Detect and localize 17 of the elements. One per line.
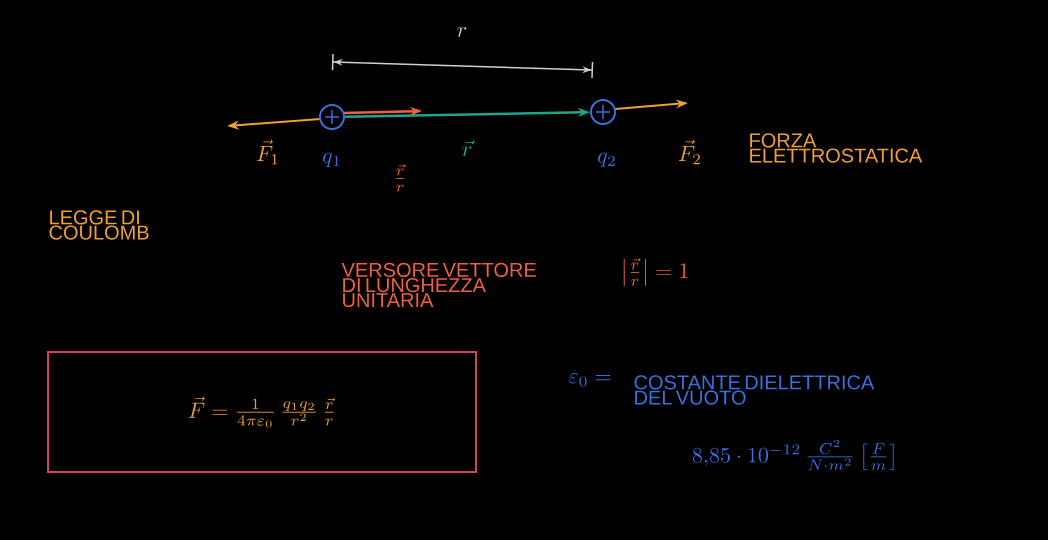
formula: $\varepsilon_0 =$ xyxy=(568,373,611,387)
note-text: FORZA ELETTROSTATICA xyxy=(750,133,923,163)
dimension-label: $r$ xyxy=(457,27,467,37)
charge-circle xyxy=(590,99,616,125)
unit-vector-label: $\frac{\vec{r}}{r}$ xyxy=(395,164,406,192)
charge-label: $q_1$ xyxy=(323,152,340,167)
formula: $\left|\frac{\vec{r}}{r}\right| = 1$ xyxy=(623,258,688,287)
charge-label: $q_2$ xyxy=(598,152,615,167)
formula: $8{,}85\cdot 10^{-12}\,\frac{C^2}{N\cdot m^2}\left[\frac{F}{m}\right]$ xyxy=(692,439,894,471)
vector-label: $\vec{r}$ xyxy=(462,140,475,157)
title-text: LEGGE DI COULOMB xyxy=(49,210,149,240)
charge-circle xyxy=(319,104,345,130)
force-label: $\vec{F}_2$ xyxy=(678,139,700,165)
force-label: $\vec{F}_1$ xyxy=(256,139,278,165)
formula-box: $\vec{F} = \frac{1}{4\pi\varepsilon_0}\,\frac{q_1 q_2}{r^2}\,\frac{\vec{r}}{r}$ xyxy=(47,351,477,473)
note-text: VERSORE VETTORE DI LUNGHEZZA UNITARIA xyxy=(341,262,536,308)
note-text: COSTANTE DIELETTRICA DEL VUOTO xyxy=(634,375,875,405)
